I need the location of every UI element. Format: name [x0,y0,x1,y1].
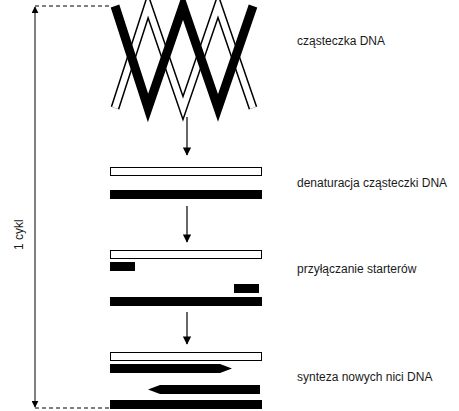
cycle-label: 1 cykl [12,219,26,250]
stage-label: synteza nowych nici DNA [297,370,432,384]
stage-label: cząsteczka DNA [297,34,385,48]
dna-helix [115,6,253,108]
primer-strands [110,251,262,307]
step-arrow [186,117,187,344]
cycle-bracket [35,6,112,408]
dna-strands [110,168,262,200]
stage-label: denaturacja cząsteczki DNA [297,176,447,190]
stage-label: przyłączanie starterów [297,262,416,276]
synthesis-strands [110,353,262,410]
